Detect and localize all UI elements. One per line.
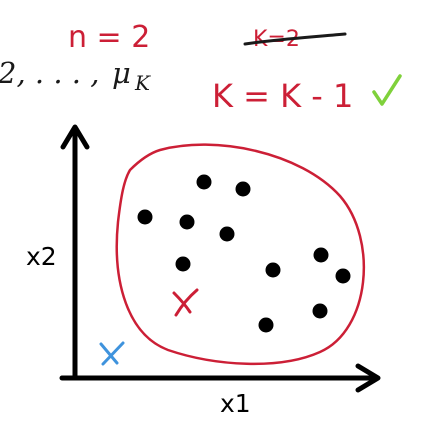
cluster-outline: [115, 143, 366, 366]
data-point: [235, 181, 251, 197]
k-update-label: K = K - 1: [212, 77, 353, 115]
y-axis-arrow: [60, 124, 90, 150]
data-point: [179, 214, 195, 230]
x-axis-label: x1: [220, 389, 251, 418]
x-axis-arrow: [355, 363, 381, 393]
n-value-label: n = 2: [68, 20, 150, 55]
data-point: [335, 268, 351, 284]
data-point: [137, 209, 153, 225]
y-axis-label: x2: [26, 242, 57, 271]
cluster-points: [137, 174, 351, 333]
data-point: [313, 247, 329, 263]
mu-sequence-prefix: 2, . . . ,: [0, 56, 99, 90]
axes: [59, 124, 381, 393]
data-point: [258, 317, 274, 333]
data-point: [196, 174, 212, 190]
mu-subscript: K: [134, 71, 151, 95]
k-crossed-out: K=2: [243, 27, 347, 52]
data-point: [175, 256, 191, 272]
red-x-icon: [172, 288, 199, 317]
mu-sequence: 2, . . . , μ K: [0, 56, 151, 95]
data-point: [265, 262, 281, 278]
check-icon: [372, 74, 402, 106]
mu-symbol: μ: [112, 56, 131, 90]
blue-x-icon: [99, 341, 125, 366]
data-point: [312, 303, 328, 319]
strike-line: [243, 32, 347, 46]
data-point: [219, 226, 235, 242]
